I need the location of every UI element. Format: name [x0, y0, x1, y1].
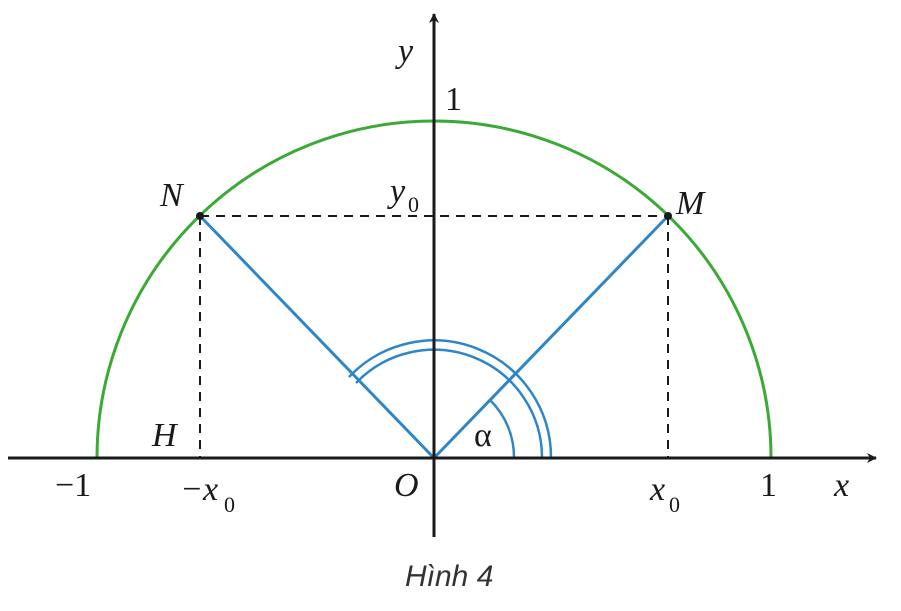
x-tick-one: 1 [760, 467, 777, 504]
neg-x0-label: −x 0 [180, 471, 235, 517]
origin-label: O [394, 467, 419, 504]
point-label-n: N [159, 177, 185, 214]
neg-x0-sub: 0 [224, 492, 235, 517]
x-tick-minus-one: −1 [55, 467, 91, 504]
y0-sub: 0 [408, 192, 419, 217]
radius-on [198, 214, 436, 460]
y0-main: y [387, 173, 406, 210]
y-tick-one: 1 [445, 81, 462, 118]
point-label-h: H [151, 417, 179, 454]
y-axis-label: y [395, 33, 414, 70]
point-label-m: M [675, 185, 706, 222]
x0-label: x 0 [649, 471, 680, 517]
point-n [196, 212, 204, 220]
figure-caption: Hình 4 [405, 560, 493, 593]
angle-alpha-label: α [474, 417, 492, 454]
x0-main: x [649, 471, 665, 508]
angle-xon-arc-outer [348, 339, 553, 459]
neg-x0-main: −x [180, 471, 218, 508]
point-m [664, 212, 672, 220]
angle-xon-arc-inner [355, 348, 544, 459]
angle-alpha-arc [489, 399, 516, 459]
y0-label: y 0 [387, 173, 419, 217]
radius-om [432, 214, 670, 460]
x0-sub: 0 [669, 492, 680, 517]
x-axis-label: x [833, 467, 849, 504]
